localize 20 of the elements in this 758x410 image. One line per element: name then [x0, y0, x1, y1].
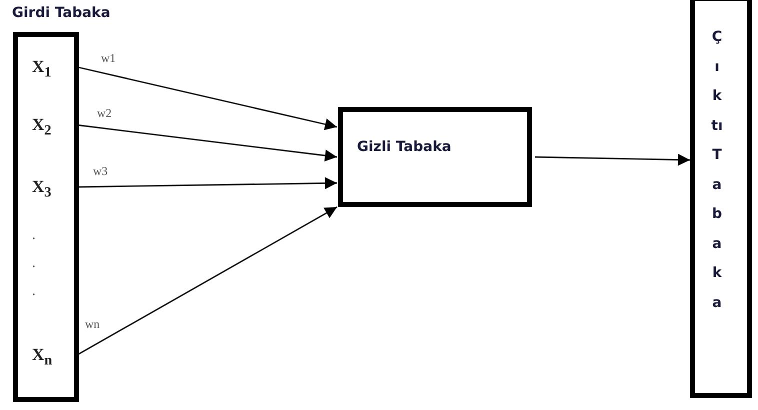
- ellipsis-dot: .: [32, 284, 36, 300]
- edge-label: w1: [100, 52, 117, 64]
- edge-label: w2: [96, 107, 113, 119]
- hidden-layer-box: [338, 107, 532, 207]
- input-variable: X$_{2}$: [26, 111, 75, 139]
- arrow: [534, 154, 690, 166]
- output-layer-box: [690, 0, 752, 398]
- ellipsis-dot: .: [32, 228, 36, 244]
- edge-label: w3: [92, 165, 109, 177]
- arrow: [76, 124, 338, 162]
- input-variable: X$_{1}$: [26, 53, 75, 81]
- input-variable: X$_{3}$: [26, 173, 75, 201]
- input-variable: X$_{n}$: [26, 341, 75, 369]
- arrow: [76, 66, 338, 130]
- layer-title: Çıktı Tabaka: [710, 28, 724, 312]
- ellipsis-dot: .: [32, 256, 36, 272]
- layer-title: Girdi Tabaka: [12, 5, 110, 21]
- arrow: [76, 206, 338, 356]
- arrow: [76, 177, 338, 190]
- layer-title: Gizli Tabaka: [357, 139, 452, 155]
